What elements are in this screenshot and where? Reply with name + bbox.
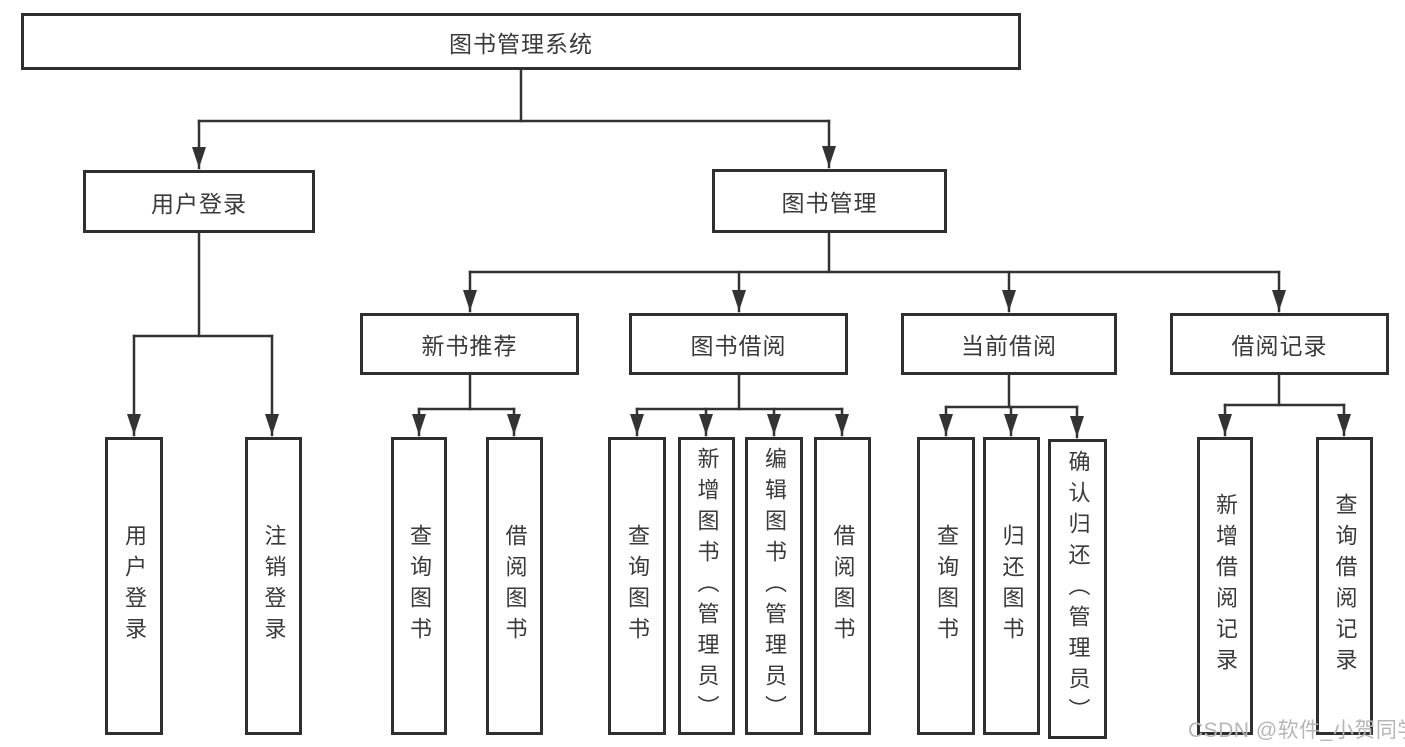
node-root: 图书管理系统 [21, 13, 1021, 70]
leaf-current-query-books-label: 查询图书 [934, 524, 959, 648]
leaf-logout: 注销登录 [245, 437, 302, 735]
connector-book-borrow-children [630, 373, 849, 437]
connector-borrow-records-children [1218, 373, 1351, 437]
leaf-recommend-query-books-label: 查询图书 [407, 524, 432, 648]
node-current-borrow-label: 当前借阅 [961, 333, 1057, 359]
node-book-borrow: 图书借阅 [629, 313, 848, 375]
leaf-recommend-query-books: 查询图书 [391, 437, 447, 735]
leaf-user-login-label: 用户登录 [122, 524, 147, 648]
node-book-borrow-label: 图书借阅 [690, 333, 787, 359]
leaf-current-query-books: 查询图书 [917, 437, 975, 735]
leaf-borrow-query-books-label: 查询图书 [625, 524, 650, 648]
leaf-borrow-add-books-label: 新增图书（管理员） [694, 446, 720, 726]
node-book-management-label: 图书管理 [781, 190, 878, 216]
connector-user-login-children [127, 231, 279, 437]
leaf-recommend-borrow-books-label: 借阅图书 [502, 524, 528, 648]
node-book-management: 图书管理 [712, 169, 947, 233]
connector-book-management-children [463, 231, 1286, 313]
csdn-watermark: CSDN @软件_小贺同学 [1188, 719, 1405, 742]
node-user-login: 用户登录 [83, 170, 315, 233]
leaf-logout-label: 注销登录 [261, 524, 287, 648]
leaf-records-add-record: 新增借阅记录 [1197, 437, 1253, 735]
leaf-borrow-edit-books: 编辑图书（管理员） [745, 437, 803, 735]
leaf-current-confirm-return: 确认归还（管理员） [1048, 439, 1107, 739]
leaf-current-confirm-return-label: 确认归还（管理员） [1065, 449, 1091, 729]
node-borrow-records-label: 借阅记录 [1231, 333, 1328, 359]
connector-current-borrow-children [939, 373, 1084, 439]
leaf-records-query-record-label: 查询借阅记录 [1332, 493, 1358, 679]
leaf-borrow-borrow-books: 借阅图书 [814, 437, 871, 735]
leaf-borrow-borrow-books-label: 借阅图书 [830, 524, 856, 648]
node-root-label: 图书管理系统 [449, 30, 593, 57]
leaf-records-add-record-label: 新增借阅记录 [1213, 493, 1238, 679]
connector-new-book-recommend-children [412, 373, 521, 437]
leaf-user-login: 用户登录 [105, 437, 163, 735]
node-new-book-recommend-label: 新书推荐 [421, 333, 518, 359]
connector-root-to-level2 [192, 68, 836, 170]
leaf-current-return-books: 归还图书 [983, 437, 1040, 735]
leaf-recommend-borrow-books: 借阅图书 [486, 437, 543, 735]
node-borrow-records: 借阅记录 [1170, 313, 1389, 375]
leaf-records-query-record: 查询借阅记录 [1316, 437, 1373, 735]
node-current-borrow: 当前借阅 [901, 313, 1117, 375]
node-user-login-label: 用户登录 [151, 190, 247, 217]
node-new-book-recommend: 新书推荐 [360, 313, 579, 375]
leaf-borrow-add-books: 新增图书（管理员） [678, 437, 735, 735]
leaf-borrow-query-books: 查询图书 [608, 437, 666, 735]
leaf-borrow-edit-books-label: 编辑图书（管理员） [762, 446, 787, 726]
leaf-current-return-books-label: 归还图书 [999, 524, 1025, 648]
